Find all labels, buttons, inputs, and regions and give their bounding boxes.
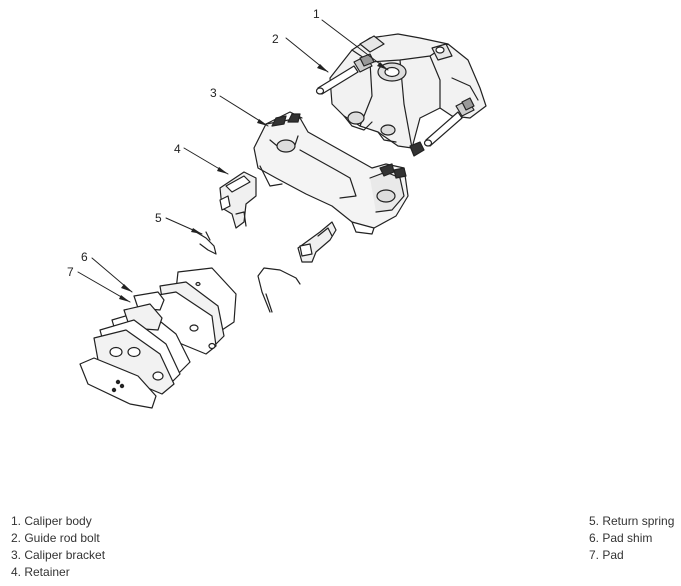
legend-item-guide-rod-bolt: 2. Guide rod bolt	[11, 531, 100, 545]
callout-2: 2	[272, 32, 279, 46]
callout-1: 1	[313, 7, 320, 21]
legend-right: 5. Return spring 6. Pad shim 7. Pad	[589, 513, 674, 564]
return-spring-right	[257, 267, 301, 313]
caliper-bracket	[253, 111, 409, 235]
callout-4: 4	[174, 142, 181, 156]
legend-item-return-spring: 5. Return spring	[589, 514, 675, 528]
legend-item-caliper-bracket: 3. Caliper bracket	[11, 548, 106, 562]
leader-arrowheads	[119, 62, 388, 302]
callout-5: 5	[155, 211, 162, 225]
legend-item-retainer: 4. Retainer	[11, 565, 70, 579]
callout-7: 7	[67, 265, 74, 279]
return-spring-left	[195, 231, 217, 255]
pad-backing-plate	[79, 357, 157, 409]
callout-3: 3	[210, 86, 217, 100]
guide-rod-bolt-lower	[409, 97, 475, 157]
retainer-lower	[297, 221, 337, 263]
legend-item-caliper-body: 1. Caliper body	[11, 514, 92, 528]
pad-inner	[93, 303, 181, 395]
caliper-body	[329, 33, 487, 149]
guide-rod-bolt-upper	[315, 53, 375, 95]
legend-item-pad: 7. Pad	[589, 548, 624, 562]
legend-left: 1. Caliper body 2. Guide rod bolt 3. Cal…	[11, 513, 105, 581]
callout-6: 6	[81, 250, 88, 264]
legend-item-pad-shim: 6. Pad shim	[589, 531, 653, 545]
brake-caliper-exploded-diagram: 1 2 3 4 5 6 7	[67, 7, 487, 409]
retainer-upper	[219, 171, 257, 229]
